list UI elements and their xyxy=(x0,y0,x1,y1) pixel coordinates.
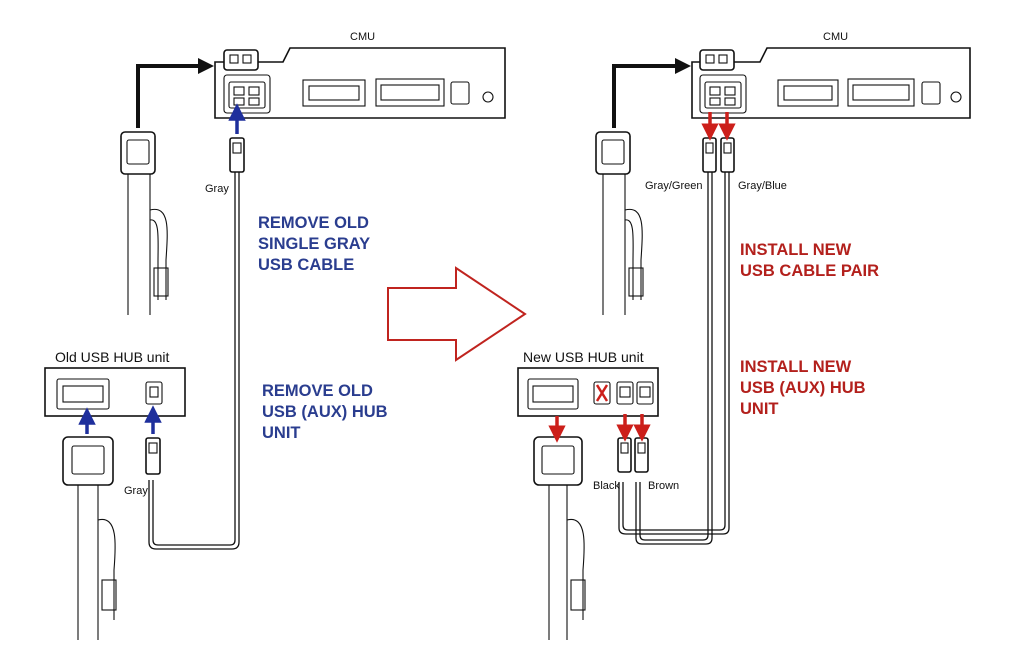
cmu-label-after: CMU xyxy=(823,31,848,43)
new-cable-connectors-bottom xyxy=(617,437,649,473)
routing-arrow-before xyxy=(136,58,214,128)
instruction-install-hub: INSTALL NEW USB (AUX) HUB UNIT xyxy=(740,358,870,418)
vehicle-harness-bottom-before xyxy=(62,436,117,640)
right-arrow-outline-icon xyxy=(387,266,527,362)
gray-blue-label: Gray/Blue xyxy=(738,180,787,192)
instruction-remove-hub: REMOVE OLD USB (AUX) HUB UNIT xyxy=(262,382,392,442)
instruction-install-cable-line: INSTALL NEW xyxy=(740,241,852,259)
gray-label-top: Gray xyxy=(205,183,229,195)
routing-arrow-after xyxy=(612,58,691,128)
instruction-remove-cable-line: REMOVE OLD xyxy=(258,214,369,232)
gray-usb-cable xyxy=(152,172,236,546)
gray-label-bottom: Gray xyxy=(124,485,148,497)
new-usb-cable-pair xyxy=(618,172,730,545)
cmu-label-before: CMU xyxy=(350,31,375,43)
instruction-remove-cable-line: USB CABLE xyxy=(258,256,354,274)
new-usb-hub-unit xyxy=(517,367,659,417)
instruction-remove-hub-line: USB (AUX) HUB xyxy=(262,403,388,421)
vehicle-harness-top-after xyxy=(595,131,644,315)
instruction-remove-cable-line: SINGLE GRAY xyxy=(258,235,370,253)
cmu-unit-after: CMU xyxy=(691,31,971,119)
old-usb-hub-unit xyxy=(44,367,186,417)
instruction-remove-cable: REMOVE OLD SINGLE GRAY USB CABLE xyxy=(258,214,374,274)
after-panel: CMU Gray/Green Gray/Blue xyxy=(517,31,971,640)
cmu-unit-before: CMU xyxy=(214,31,506,119)
brown-label: Brown xyxy=(648,480,679,492)
instruction-remove-hub-line: REMOVE OLD xyxy=(262,382,373,400)
instruction-install-hub-line: INSTALL NEW xyxy=(740,358,852,376)
instruction-install-hub-line: UNIT xyxy=(740,400,779,418)
new-hub-title: New USB HUB unit xyxy=(523,349,644,365)
instruction-install-cable-line: USB CABLE PAIR xyxy=(740,262,879,280)
vehicle-harness-bottom-after xyxy=(533,436,586,640)
vehicle-harness-top-before xyxy=(120,131,169,315)
instruction-install-cable: INSTALL NEW USB CABLE PAIR xyxy=(740,241,879,280)
before-panel: CMU Gray REMOVE OLD SINGLE GRAY USB CABL… xyxy=(44,31,506,640)
old-hub-title: Old USB HUB unit xyxy=(55,349,169,365)
black-label: Black xyxy=(593,480,620,492)
gray-green-label: Gray/Green xyxy=(645,180,702,192)
gray-cable-connector-bottom xyxy=(145,437,161,475)
blocked-port-x-icon xyxy=(595,384,609,402)
new-cable-connectors-top xyxy=(702,137,735,173)
instruction-remove-hub-line: UNIT xyxy=(262,424,301,442)
instruction-install-hub-line: USB (AUX) HUB xyxy=(740,379,866,397)
gray-cable-connector-top xyxy=(229,137,245,173)
